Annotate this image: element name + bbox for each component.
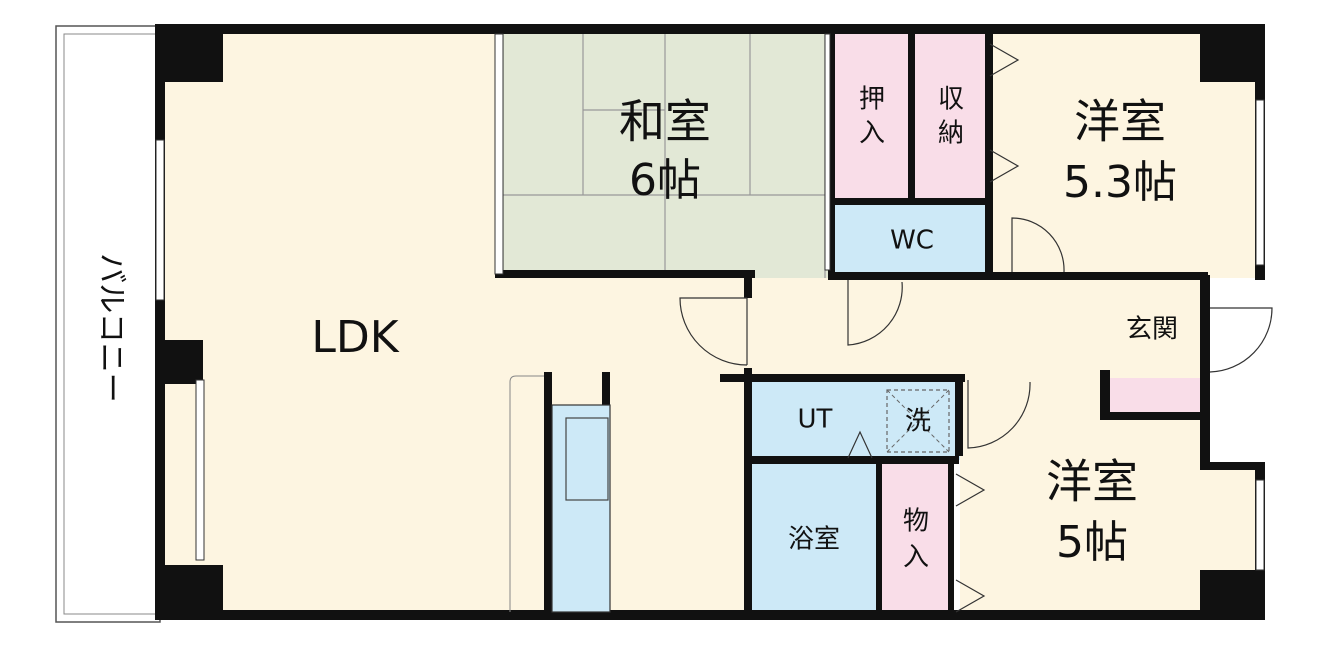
shuno-floor bbox=[915, 32, 990, 200]
balcony-label: バルコニー bbox=[94, 253, 129, 402]
washer-label: 洗 bbox=[905, 407, 931, 437]
genkan-label: 玄関 bbox=[1126, 315, 1178, 345]
balcony: バルコニー bbox=[55, 25, 161, 623]
genkan-storage-floor bbox=[1108, 378, 1202, 416]
ut-label: UT bbox=[798, 405, 833, 435]
oshiire-label-line2: 入 bbox=[859, 119, 885, 149]
bath-floor bbox=[750, 460, 878, 612]
youshitsu-north-name: 洋室 bbox=[1074, 95, 1166, 149]
shuno-label-line2: 納 bbox=[938, 119, 964, 149]
youshitsu-south-floor bbox=[960, 378, 1262, 612]
monoire-label-line2: 入 bbox=[903, 543, 929, 573]
youshitsu-north-size: 5.3帖 bbox=[1063, 157, 1177, 208]
windows bbox=[155, 33, 1265, 571]
room-labels: LDK 和室 6帖 押 入 収 納 洋室 5.3帖 WC 玄関 UT 洗 浴室 … bbox=[311, 85, 1178, 573]
youshitsu-south-name: 洋室 bbox=[1046, 455, 1138, 509]
hall-floor bbox=[750, 278, 1205, 378]
doors bbox=[679, 43, 1273, 613]
ldk-label: LDK bbox=[311, 312, 399, 363]
wc-label: WC bbox=[890, 226, 934, 256]
oshiire-floor bbox=[835, 32, 912, 200]
oshiire-label-line1: 押 bbox=[859, 85, 885, 115]
washitsu-size: 6帖 bbox=[629, 155, 701, 206]
wc-floor bbox=[835, 205, 990, 273]
youshitsu-south-size: 5帖 bbox=[1056, 517, 1128, 568]
washer-pan bbox=[886, 389, 950, 453]
shuno-label-line1: 収 bbox=[938, 85, 964, 115]
kitchen bbox=[509, 375, 611, 613]
monoire-floor bbox=[880, 460, 952, 612]
monoire-label-line1: 物 bbox=[903, 507, 929, 537]
washitsu-name: 和室 bbox=[619, 95, 711, 149]
floor-fills bbox=[160, 32, 1262, 612]
yokushitsu-label: 浴室 bbox=[788, 525, 840, 555]
washitsu-floor bbox=[498, 32, 830, 278]
